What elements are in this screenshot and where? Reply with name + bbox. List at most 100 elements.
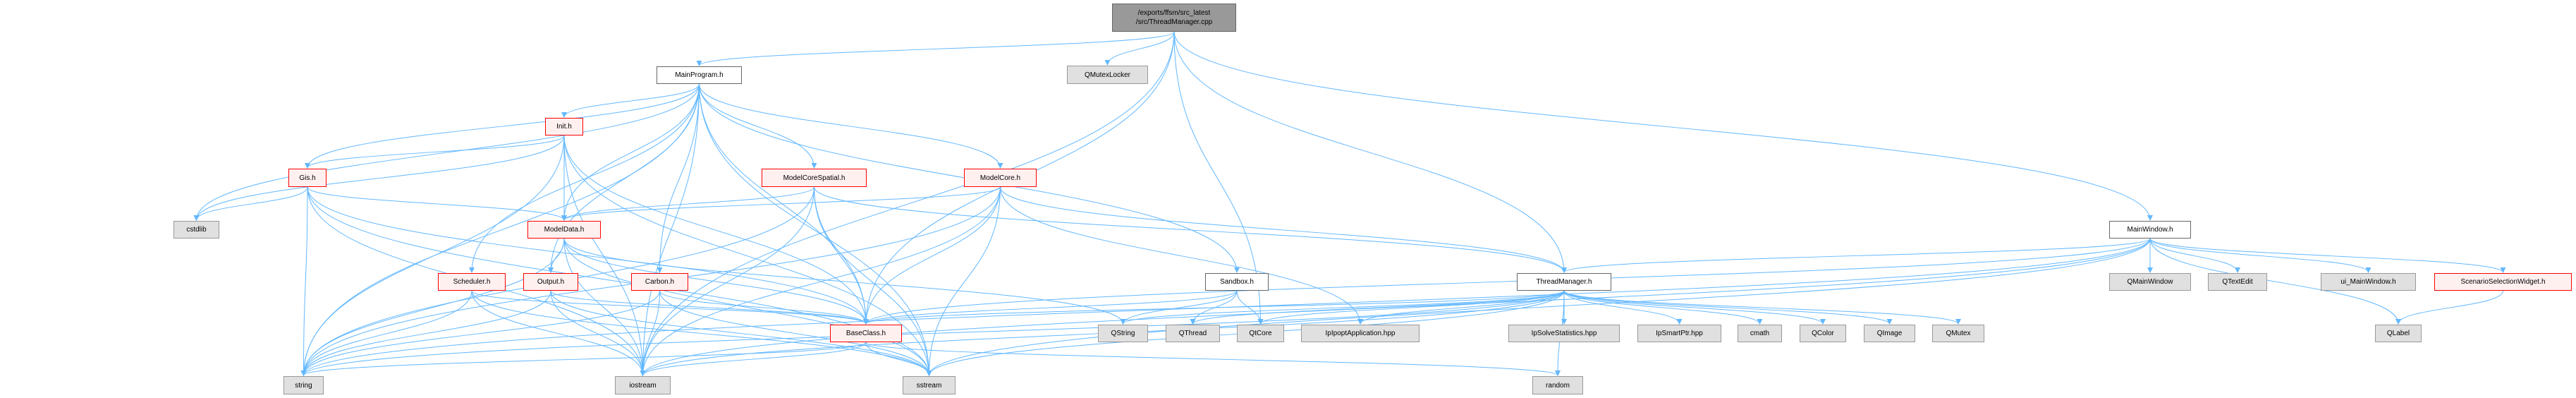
node-label: BaseClass.h [846, 330, 886, 337]
node-ipsmartptr[interactable]: IpSmartPtr.hpp [1637, 325, 1721, 342]
node-output[interactable]: Output.h [523, 273, 578, 291]
node-ipsolvestatistics[interactable]: IpSolveStatistics.hpp [1508, 325, 1620, 342]
edge-Output-to-BaseClass [550, 290, 869, 325]
edge-cpp-to-iostream [640, 31, 1175, 376]
edge-MainProgram-to-Gis [305, 83, 700, 169]
node-cpp[interactable]: /exports/ffsm/src_latest/src/ThreadManag… [1112, 4, 1236, 32]
node-label: ModelCoreSpatial.h [783, 174, 846, 182]
edge-MainWindow-to-QTextEdit [2149, 238, 2240, 273]
edge-ModelCoreSpatial-to-ModelData [561, 186, 814, 221]
node-label: cmath [1750, 330, 1770, 337]
node-qlabel[interactable]: QLabel [2375, 325, 2422, 342]
edge-ThreadManagerH-to-QImage [1563, 290, 1893, 325]
node-threadmanagerh[interactable]: ThreadManager.h [1517, 273, 1611, 291]
edge-ModelCore-to-IpIpoptApplication [1000, 186, 1363, 325]
edge-MainProgram-to-ModelCore [699, 83, 1003, 169]
node-random[interactable]: random [1532, 376, 1583, 394]
edge-Gis-to-cstdlib [193, 186, 308, 221]
node-qtcore[interactable]: QtCore [1237, 325, 1284, 342]
edge-Sandbox-to-QString [1120, 290, 1238, 325]
node-label: string [295, 381, 312, 390]
node-scenarioselectionwidget[interactable]: ScenarioSelectionWidget.h [2434, 273, 2572, 291]
node-label: /exports/ffsm/src_latest [1137, 9, 1211, 17]
edge-ModelCore-to-BaseClass [863, 186, 1001, 325]
edge-ThreadManagerH-to-cmath [1563, 290, 1763, 325]
edge-MainProgram-to-cstdlib [193, 83, 700, 221]
edge-MainProgram-to-ModelCoreSpatial [699, 83, 817, 169]
node-qstring[interactable]: QString [1098, 325, 1148, 342]
edge-Carbon-to-string [300, 290, 660, 376]
edge-MainWindow-to-QLabel [2149, 238, 2401, 325]
edge-MainProgram-to-Init [561, 83, 700, 118]
node-label: QMutexLocker [1084, 71, 1131, 79]
node-label: ThreadManager.h [1536, 278, 1592, 286]
edge-BaseClass-to-string [300, 342, 867, 376]
node-modelcorespatial[interactable]: ModelCoreSpatial.h [762, 169, 867, 187]
node-string[interactable]: string [283, 376, 324, 394]
node-label: Sandbox.h [1220, 278, 1254, 286]
node-label: IpSolveStatistics.hpp [1531, 330, 1597, 337]
edge-MainWindow-to-BaseClass [863, 238, 2151, 325]
edge-MainProgram-to-string [300, 83, 700, 376]
edge-ModelCore-to-iostream [640, 186, 1001, 376]
node-label: QMainWindow [2127, 278, 2173, 286]
edge-Carbon-to-iostream [640, 290, 660, 376]
node-qcolor[interactable]: QColor [1800, 325, 1846, 342]
node-sstream[interactable]: sstream [903, 376, 956, 394]
node-label: random [1546, 381, 1570, 390]
edge-Gis-to-BaseClass [307, 186, 869, 325]
node-modelcore[interactable]: ModelCore.h [964, 169, 1037, 187]
node-mainwindow[interactable]: MainWindow.h [2109, 221, 2191, 239]
edge-MainProgram-to-sstream [699, 83, 932, 376]
edge-MainWindow-to-string [300, 238, 2151, 376]
node-label: sstream [916, 381, 942, 390]
node-qtextedit[interactable]: QTextEdit [2208, 273, 2267, 291]
edge-ThreadManagerH-to-IpSmartPtr [1563, 290, 1683, 325]
edge-ModelCore-to-ModelData [561, 186, 1001, 221]
node-ipipoptapplication[interactable]: IpIpoptApplication.hpp [1301, 325, 1420, 342]
node-init[interactable]: Init.h [545, 118, 583, 135]
node-label: IpSmartPtr.hpp [1656, 330, 1703, 337]
node-qmutexlocker[interactable]: QMutexLocker [1067, 66, 1148, 84]
edge-BaseClass-to-iostream [640, 342, 867, 376]
node-mainprogram[interactable]: MainProgram.h [657, 66, 742, 84]
edge-Sandbox-to-BaseClass [863, 290, 1238, 325]
node-label: QThread [1178, 330, 1207, 337]
node-gis[interactable]: Gis.h [288, 169, 326, 187]
node-qthread[interactable]: QThread [1166, 325, 1220, 342]
node-qmutex[interactable]: QMutex [1932, 325, 1984, 342]
edge-Gis-to-string [300, 186, 308, 376]
edge-BaseClass-to-sstream [865, 342, 932, 376]
edge-ThreadManagerH-to-QString [1120, 290, 1565, 325]
edge-ThreadManagerH-to-QColor [1563, 290, 1826, 325]
edge-ModelData-to-BaseClass [563, 238, 869, 325]
node-cstdlib[interactable]: cstdlib [173, 221, 219, 239]
edge-cpp-to-ThreadManagerH [1173, 31, 1567, 273]
edge-cpp-to-MainProgram [696, 31, 1175, 66]
node-carbon[interactable]: Carbon.h [631, 273, 688, 291]
node-modeldata[interactable]: ModelData.h [527, 221, 601, 239]
node-label: QtCore [1249, 330, 1272, 337]
node-label: MainWindow.h [2127, 226, 2173, 234]
node-scheduler[interactable]: Scheduler.h [438, 273, 506, 291]
node-iostream[interactable]: iostream [615, 376, 671, 394]
edge-ModelCoreSpatial-to-ThreadManagerH [814, 186, 1567, 273]
node-label: ScenarioSelectionWidget.h [2460, 278, 2546, 286]
edge-MainWindow-to-ThreadManagerH [1561, 238, 2151, 273]
edge-ModelCore-to-ThreadManagerH [1000, 186, 1567, 273]
node-label: QString [1111, 330, 1135, 337]
edge-Output-to-iostream [550, 290, 646, 376]
node-cmath[interactable]: cmath [1738, 325, 1782, 342]
node-ui_mainwindow[interactable]: ui_MainWindow.h [2321, 273, 2416, 291]
node-qimage[interactable]: QImage [1864, 325, 1915, 342]
edge-Carbon-to-BaseClass [659, 290, 869, 325]
edge-MainProgram-to-BaseClass [699, 83, 869, 325]
node-qmainwindow[interactable]: QMainWindow [2109, 273, 2191, 291]
edge-ModelCoreSpatial-to-BaseClass [814, 186, 869, 325]
node-label: Gis.h [299, 174, 316, 182]
node-sandbox[interactable]: Sandbox.h [1205, 273, 1269, 291]
node-baseclass[interactable]: BaseClass.h [830, 325, 902, 342]
edge-MainProgram-to-Scheduler [469, 83, 700, 273]
